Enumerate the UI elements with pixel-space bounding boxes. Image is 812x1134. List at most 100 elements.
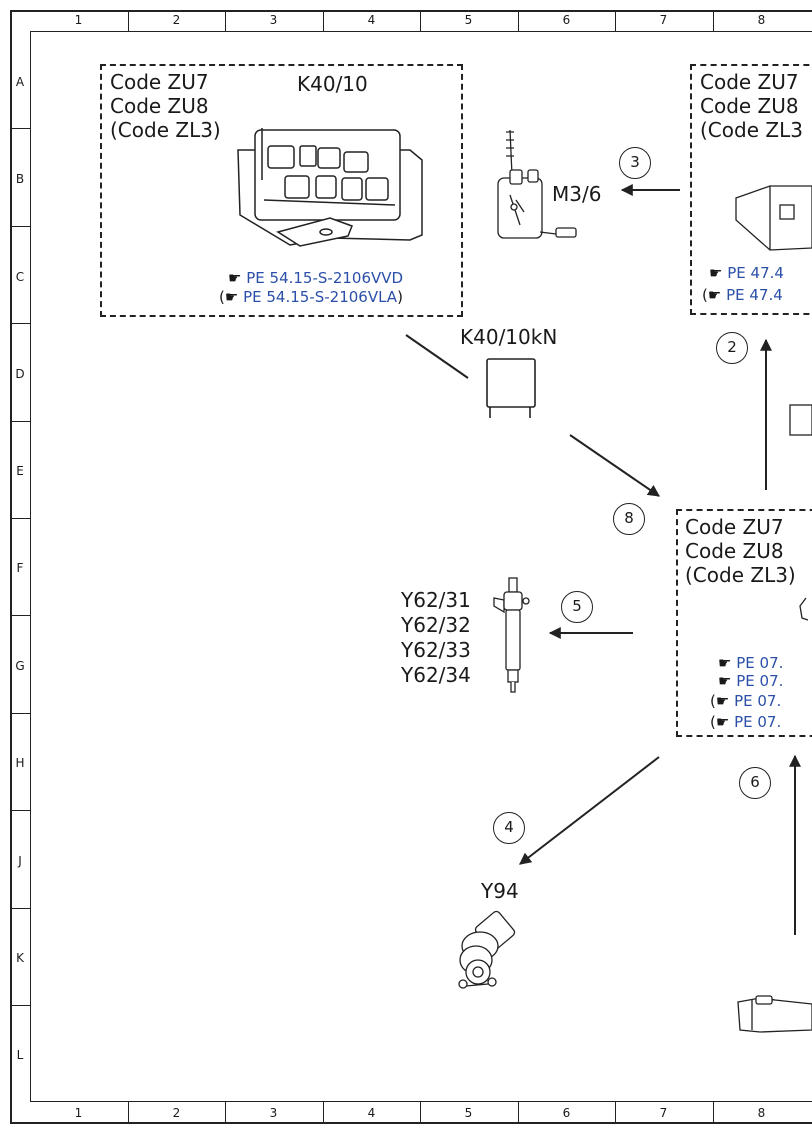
step-marker-3: 3 <box>619 147 651 179</box>
column-number: 3 <box>269 1106 278 1120</box>
y94-valve-drawing <box>458 910 516 989</box>
code-label: Code ZU8 <box>685 539 784 563</box>
injector-drawing <box>493 577 530 693</box>
row-letter: C <box>15 270 25 284</box>
code-label: Code ZU7 <box>110 70 209 94</box>
code-label: (Code ZL3 <box>700 118 803 142</box>
reference-link[interactable]: (☛ PE 07. <box>710 692 781 710</box>
column-number: 5 <box>464 13 473 27</box>
column-divider <box>225 10 226 31</box>
row-letter: A <box>15 75 25 89</box>
column-number: 6 <box>562 13 571 27</box>
ref-text: PE 07. <box>736 654 784 672</box>
drawing-area <box>30 31 812 1102</box>
column-number: 7 <box>659 1106 668 1120</box>
ref-open: ( <box>710 713 716 731</box>
component-label-k40-10: K40/10 <box>297 72 368 96</box>
row-divider <box>10 713 30 714</box>
reference-link[interactable]: ☛ PE 07. <box>718 654 783 672</box>
row-divider <box>10 128 30 129</box>
k40-10kn-relay-drawing <box>486 358 536 418</box>
ref-text: PE 07. <box>736 672 784 690</box>
column-number: 1 <box>74 1106 83 1120</box>
reference-link[interactable]: ☛ PE 07. <box>718 672 783 690</box>
column-number: 4 <box>367 13 376 27</box>
row-divider <box>10 323 30 324</box>
pointing-hand-icon: ☛ <box>709 264 723 282</box>
column-divider <box>128 1102 129 1124</box>
component-box-k40-10 <box>100 64 463 317</box>
pointing-hand-icon: ☛ <box>715 713 730 731</box>
column-divider <box>518 10 519 31</box>
component-label-k40-10kn: K40/10kN <box>460 325 558 349</box>
row-letter: G <box>15 659 25 673</box>
component-box-right-top <box>690 64 812 315</box>
ref-close: ) <box>397 288 403 306</box>
cut-off-component <box>789 404 812 436</box>
column-number: 2 <box>172 1106 181 1120</box>
row-letter: E <box>16 464 24 478</box>
pointing-hand-icon: ☛ <box>718 654 732 672</box>
row-letter: J <box>18 854 22 868</box>
column-number: 7 <box>659 13 668 27</box>
ref-open: ( <box>710 692 716 710</box>
step-marker-5: 5 <box>561 591 593 623</box>
column-divider <box>323 1102 324 1124</box>
row-divider <box>10 421 30 422</box>
row-letter: H <box>15 756 25 770</box>
reference-link[interactable]: ☛ PE 47.4 <box>709 264 784 282</box>
column-divider <box>713 1102 714 1124</box>
reference-link[interactable]: ☛ PE 54.15-S-2106VVD <box>228 269 403 287</box>
row-divider <box>10 1005 30 1006</box>
row-divider <box>10 226 30 227</box>
column-number: 1 <box>74 13 83 27</box>
row-divider <box>10 810 30 811</box>
row-letter: L <box>16 1048 24 1062</box>
column-divider <box>225 1102 226 1124</box>
cut-off-component <box>799 597 809 621</box>
reference-link[interactable]: (☛ PE 47.4 <box>702 286 783 304</box>
pointing-hand-icon: ☛ <box>707 286 722 304</box>
ref-text: PE 54.15-S-2106VVD <box>246 269 404 287</box>
column-number: 5 <box>464 1106 473 1120</box>
column-number: 2 <box>172 13 181 27</box>
component-label-y62-31: Y62/31 <box>401 588 471 612</box>
column-number: 6 <box>562 1106 571 1120</box>
pointing-hand-icon: ☛ <box>224 288 239 306</box>
reference-link[interactable]: (☛ PE 54.15-S-2106VLA) <box>219 288 403 306</box>
reference-link[interactable]: (☛ PE 07. <box>710 713 781 731</box>
ref-text: PE 47.4 <box>727 264 784 282</box>
column-number: 8 <box>757 1106 766 1120</box>
component-label-y94: Y94 <box>481 879 519 903</box>
step-marker-2: 2 <box>716 332 748 364</box>
pointing-hand-icon: ☛ <box>718 672 732 690</box>
ref-text: PE 07. <box>734 713 782 731</box>
column-divider <box>518 1102 519 1124</box>
column-number: 4 <box>367 1106 376 1120</box>
component-box-right-mid <box>676 509 812 737</box>
code-label: (Code ZL3) <box>685 563 796 587</box>
component-label-y62-34: Y62/34 <box>401 663 471 687</box>
right-top-module-drawing <box>735 185 812 251</box>
row-letter: B <box>15 172 25 186</box>
column-number: 8 <box>757 13 766 27</box>
drawing-frame <box>10 10 812 1124</box>
component-label-y62-32: Y62/32 <box>401 613 471 637</box>
step-marker-8: 8 <box>613 503 645 535</box>
row-divider <box>10 615 30 616</box>
row-letter: F <box>16 561 24 575</box>
code-label: Code ZU7 <box>700 70 799 94</box>
code-label: Code ZU8 <box>110 94 209 118</box>
row-divider <box>10 908 30 909</box>
arrow-step-4 <box>519 756 660 865</box>
row-divider <box>10 518 30 519</box>
leader-line <box>405 334 469 379</box>
row-letter: K <box>16 951 24 965</box>
column-divider <box>128 10 129 31</box>
column-divider <box>615 1102 616 1124</box>
pointing-hand-icon: ☛ <box>228 269 242 287</box>
ref-text: PE 07. <box>734 692 782 710</box>
component-label-y62-33: Y62/33 <box>401 638 471 662</box>
ref-open: ( <box>702 286 708 304</box>
